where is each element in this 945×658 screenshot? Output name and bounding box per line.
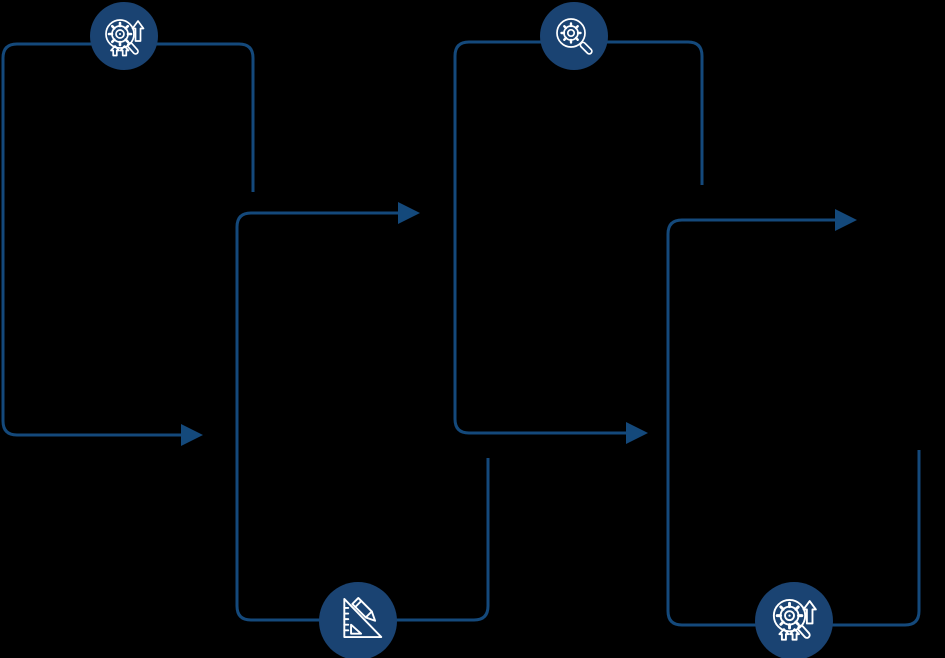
step-4-badge-circle [755, 582, 833, 658]
step-1-badge [90, 2, 158, 70]
step-3-badge-circle [540, 2, 608, 70]
flow-step-3 [453, 40, 704, 444]
arrow-step-4-outward [835, 209, 857, 231]
step-2-badge-circle [319, 582, 397, 658]
step-3-badge [540, 2, 608, 70]
step-3-card-outline [453, 40, 704, 435]
flow-step-4 [666, 209, 921, 627]
arrow-step-1-to-step-2 [181, 424, 203, 446]
arrow-step-3-to-step-4 [626, 422, 648, 444]
flow-step-2 [235, 202, 490, 622]
step-1-card-outline [1, 42, 255, 437]
step-2-card-outline [235, 211, 490, 622]
flow-step-1 [1, 42, 255, 446]
step-4-badge [755, 582, 833, 658]
step-2-badge [319, 582, 397, 658]
arrow-step-2-to-step-3 [398, 202, 420, 224]
step-4-card-outline [666, 218, 921, 627]
